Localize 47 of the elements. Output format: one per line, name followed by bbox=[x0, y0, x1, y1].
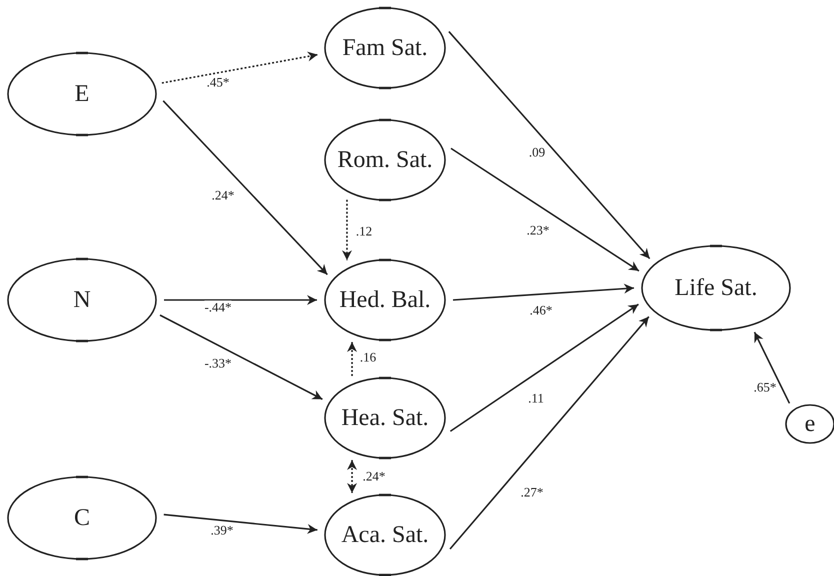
path-arrow bbox=[162, 100, 328, 276]
variable-name: N bbox=[73, 288, 91, 312]
path-arrow bbox=[452, 284, 634, 301]
variable-ellipse bbox=[324, 377, 446, 459]
path-coefficient: .65* bbox=[754, 380, 776, 394]
variable-ellipse bbox=[324, 119, 446, 201]
variable-name: Aca. Sat. bbox=[341, 523, 429, 547]
path-arrow bbox=[164, 295, 317, 305]
path-coefficient: .24* bbox=[362, 470, 386, 482]
path-arrow bbox=[450, 304, 639, 432]
path-arrow bbox=[754, 332, 790, 404]
variable-name: Rom. Sat. bbox=[337, 148, 433, 172]
variable-ellipse bbox=[7, 258, 157, 342]
variable-ellipse bbox=[641, 245, 791, 331]
variable-name: E bbox=[74, 82, 90, 106]
path-arrow bbox=[160, 314, 323, 400]
variable-ellipse bbox=[324, 494, 446, 576]
path-coefficient: .11 bbox=[528, 392, 544, 404]
path-coefficient: -.44* bbox=[204, 300, 232, 314]
path-coefficient: .24* bbox=[212, 188, 234, 202]
variable-name: Hea. Sat. bbox=[341, 406, 429, 430]
path-arrow bbox=[347, 342, 358, 376]
variable-name: C bbox=[74, 506, 90, 530]
path-coefficient: -.33* bbox=[204, 356, 232, 370]
variable-name: Life Sat. bbox=[674, 276, 758, 300]
path-arrow bbox=[342, 200, 352, 260]
variable-ellipse bbox=[324, 7, 446, 89]
path-arrow bbox=[347, 460, 358, 494]
path-coefficient: .27* bbox=[520, 486, 544, 498]
path-arrow bbox=[450, 148, 640, 272]
path-coefficient: .09 bbox=[528, 146, 546, 158]
path-arrow bbox=[448, 31, 650, 260]
variable-name: Fam Sat. bbox=[342, 36, 428, 60]
variable-ellipse bbox=[7, 476, 157, 560]
variable-ellipse bbox=[7, 52, 157, 136]
path-arrow bbox=[164, 514, 318, 534]
path-coefficient: .16 bbox=[360, 350, 376, 364]
variable-ellipse bbox=[324, 259, 446, 341]
path-arrow bbox=[449, 316, 650, 550]
path-coefficient: .46* bbox=[530, 304, 552, 316]
variable-name: Hed. Bal. bbox=[339, 288, 431, 312]
variable-name: e bbox=[804, 412, 816, 436]
path-coefficient: .23* bbox=[526, 224, 550, 236]
path-arrow bbox=[162, 52, 318, 84]
path-coefficient: .12 bbox=[356, 224, 372, 238]
path-coefficient: .39* bbox=[210, 524, 234, 536]
path-coefficient: .45* bbox=[206, 76, 230, 88]
